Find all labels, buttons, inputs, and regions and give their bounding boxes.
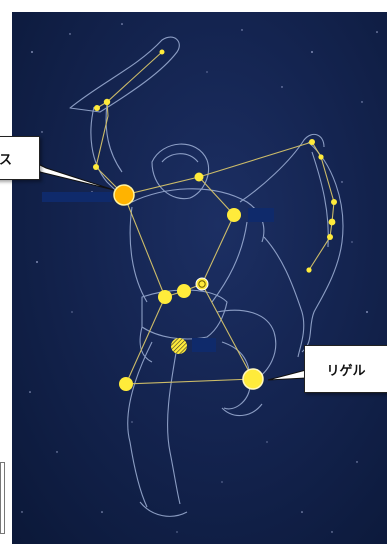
bellatrix-name-redaction <box>248 208 274 222</box>
background-stars <box>21 23 378 533</box>
nebula-name-redaction <box>192 338 216 352</box>
orion-constellation-illustration <box>12 12 387 544</box>
betelgeuse-name-redaction <box>42 192 112 202</box>
edge-frame <box>0 462 5 534</box>
rigel-star <box>243 369 263 389</box>
rigel-callout-label: リゲル <box>326 360 365 379</box>
rigel-callout: リゲル <box>304 345 387 393</box>
orion-nebula-mark <box>171 338 187 354</box>
minor-stars <box>93 50 337 273</box>
hunter-figure-outline <box>70 37 343 516</box>
betelgeuse-star <box>114 185 134 205</box>
alnilam-star <box>177 284 191 298</box>
bright-stars <box>114 173 263 392</box>
alnitak-star <box>158 290 172 304</box>
meissa-star <box>195 173 204 182</box>
constellation-art <box>12 12 387 544</box>
saiph-star <box>119 377 133 391</box>
mintaka-star <box>196 278 208 290</box>
constellation-lines <box>96 52 334 384</box>
bellatrix-star <box>227 208 241 222</box>
betelgeuse-callout-label: ス <box>0 149 12 168</box>
betelgeuse-callout: ス <box>0 136 40 180</box>
